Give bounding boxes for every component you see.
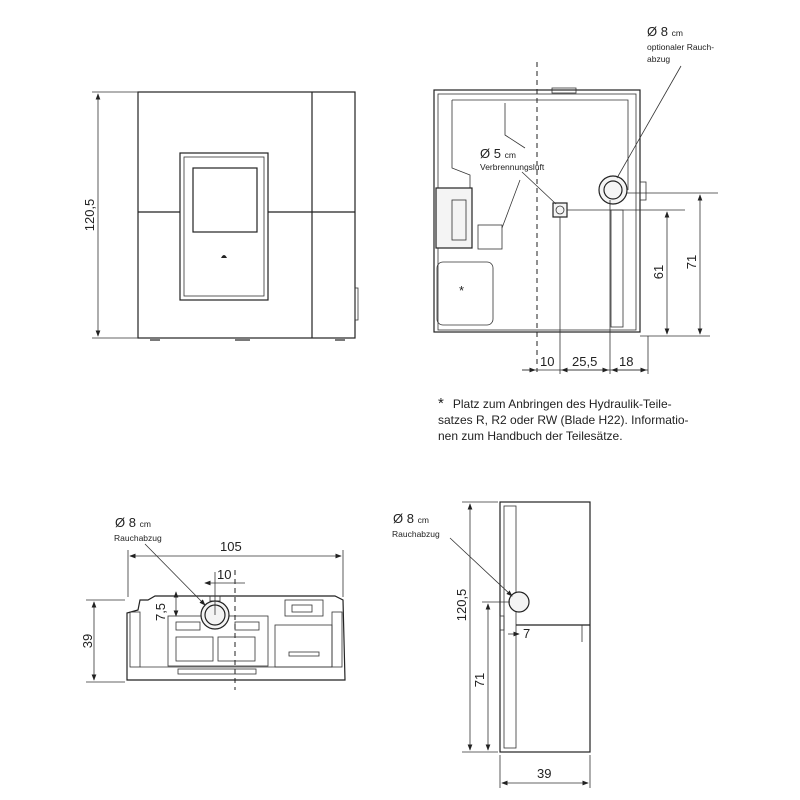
dim-39-side: 39	[537, 766, 551, 781]
dim-105: 105	[220, 539, 242, 554]
dim-18: 18	[619, 354, 633, 369]
dim-7-5: 7,5	[153, 603, 168, 621]
air-inlet-desc: Verbrennungsluft	[480, 162, 545, 172]
asterisk-marker: *	[459, 283, 464, 298]
optional-smoke-outlet	[598, 175, 628, 205]
dim-10: 10	[540, 354, 554, 369]
smoke-outlet-diameter: Ø 8 cm	[647, 24, 683, 39]
dim-61: 61	[651, 265, 666, 279]
front-view: 120,5	[82, 91, 359, 341]
note-line-1-text: Platz zum Anbringen des Hydraulik-Teile-	[452, 397, 672, 411]
smoke-outlet-desc-1: optionaler Rauch-	[647, 42, 714, 52]
hydraulic-kit-note: * Platz zum Anbringen des Hydraulik-Teile…	[438, 396, 738, 444]
dim-120-5-side: 120,5	[454, 589, 469, 622]
top-outlet-diameter: Ø 8 cm	[115, 515, 151, 530]
note-line-1: * Platz zum Anbringen des Hydraulik-Teile…	[438, 396, 738, 412]
dim-10-top: 10	[217, 567, 231, 582]
smoke-outlet-desc-2: abzug	[647, 54, 670, 64]
air-inlet-diameter: Ø 5 cm	[480, 146, 516, 161]
dim-71-side: 71	[472, 673, 487, 687]
hydraulic-kit-space	[436, 261, 494, 326]
dim-39-top: 39	[80, 634, 95, 648]
side-outlet-desc: Rauchabzug	[392, 529, 440, 539]
rear-view: * Ø 8 cm optionaler Rauch- abzug Ø 5 cm …	[433, 24, 718, 374]
dim-71: 71	[684, 255, 699, 269]
door-handle-icon	[221, 255, 227, 258]
side-outlet-diameter: Ø 8 cm	[393, 511, 429, 526]
note-asterisk: *	[438, 395, 444, 412]
note-line-3: nen zum Handbuch der Teilesätze.	[438, 429, 623, 443]
top-outlet-desc: Rauchabzug	[114, 533, 162, 543]
viewing-window	[192, 167, 258, 233]
side-smoke-outlet	[508, 591, 530, 613]
stove-door	[179, 152, 269, 301]
dim-25-5: 25,5	[572, 354, 597, 369]
combustion-air-inlet	[552, 202, 568, 218]
note-line-2: satzes R, R2 oder RW (Blade H22). Inform…	[438, 413, 689, 427]
front-height-label: 120,5	[82, 199, 97, 232]
dim-7: 7	[523, 626, 530, 641]
side-view: 120,5 71 7 39 Ø 8 cm Rauchabzug	[392, 501, 591, 788]
top-view: 105 10 7,5 39 Ø 8 cm Rauchabzug	[80, 515, 346, 690]
